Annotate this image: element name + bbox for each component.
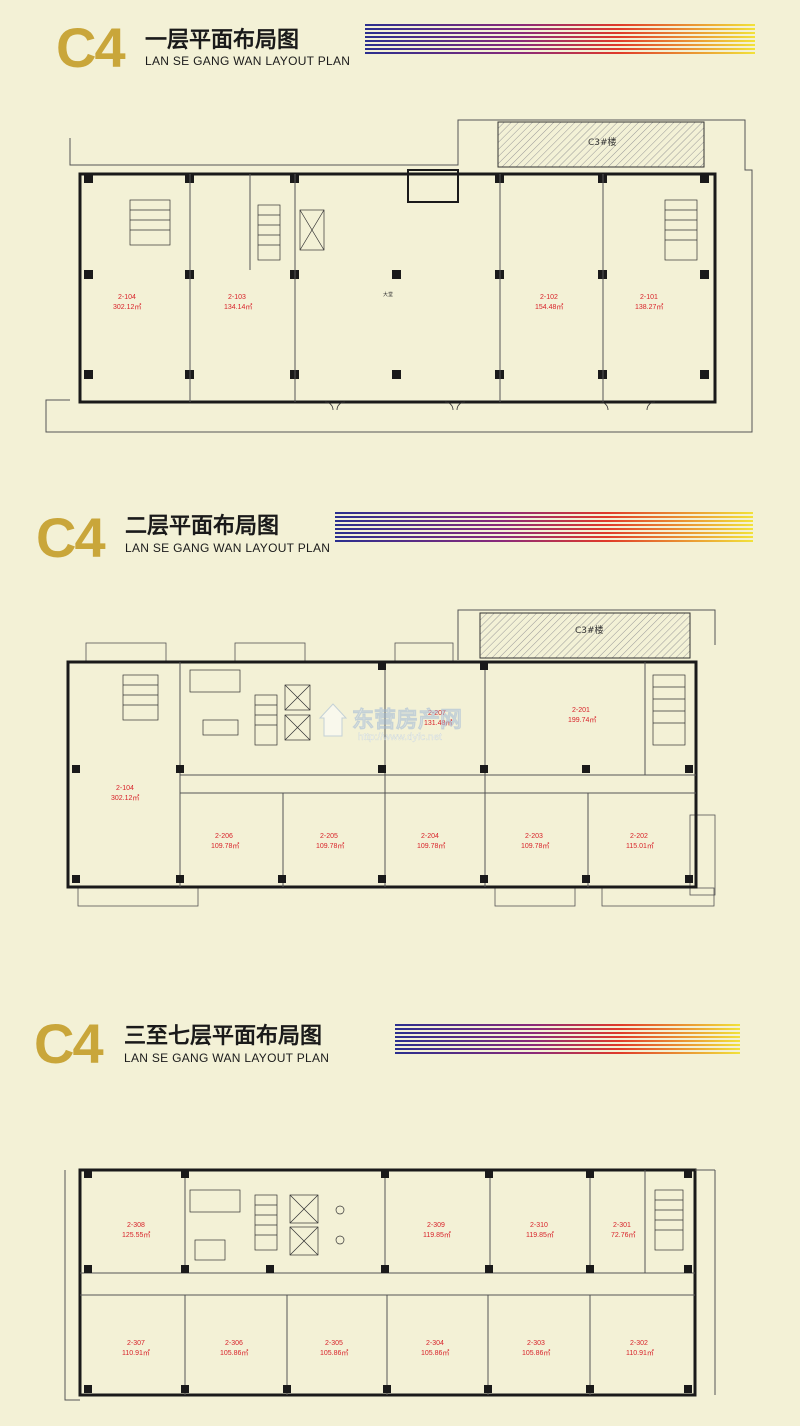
- unit-area: 119.85㎡: [423, 1231, 451, 1239]
- unit-area: 115.01㎡: [626, 842, 654, 850]
- unit-area: 110.91㎡: [626, 1349, 654, 1357]
- unit-area: 109.78㎡: [417, 842, 445, 850]
- unit-area: 105.86㎡: [421, 1349, 449, 1357]
- floor-title: 三至七层平面布局图: [124, 1024, 323, 1049]
- decorative-stripes: [395, 1024, 740, 1054]
- columns: [84, 174, 709, 379]
- floor-plan-1: C3#楼 2-104 302.12㎡ 2-103: [0, 110, 800, 440]
- unit-id: 2-104: [118, 294, 136, 301]
- unit-area: 119.85㎡: [526, 1231, 554, 1239]
- floor-plan-2-drawing: C3#楼: [66, 609, 716, 907]
- columns: [84, 1170, 692, 1393]
- annex-label: C3#楼: [588, 136, 617, 148]
- decorative-stripes: [365, 24, 755, 54]
- unit-area: 134.14㎡: [224, 303, 252, 311]
- hall-label: 大堂: [383, 291, 393, 298]
- floor-plan-1-drawing: C3#楼 2-104 302.12㎡ 2-103: [45, 119, 753, 433]
- unit-id: 2-310: [530, 1222, 548, 1229]
- unit-id: 2-103: [228, 294, 246, 301]
- unit-area: 109.78㎡: [211, 842, 239, 850]
- unit-area: 302.12㎡: [111, 794, 139, 802]
- unit-area: 302.12㎡: [113, 303, 141, 311]
- unit-id: 2-206: [215, 833, 233, 840]
- floor-title: 二层平面布局图: [125, 514, 280, 539]
- floor-plan-3-7: 2-308 125.55㎡ 2-309 119.85㎡ 2-310 119.85…: [0, 1155, 800, 1420]
- annex-c3: [479, 612, 691, 659]
- floor-plan-3-7-drawing: 2-308 125.55㎡ 2-309 119.85㎡ 2-310 119.85…: [64, 1168, 716, 1401]
- floor-subtitle: LAN SE GANG WAN LAYOUT PLAN: [145, 54, 351, 68]
- building-badge: C4: [36, 506, 106, 569]
- stairs: [122, 669, 686, 746]
- unit-id: 2-306: [225, 1340, 243, 1347]
- unit-id: 2-205: [320, 833, 338, 840]
- building-badge: C4: [34, 1012, 104, 1075]
- unit-area: 125.55㎡: [122, 1231, 150, 1239]
- watermark: 东营房产网 http://www.dyfc.net: [318, 700, 518, 750]
- watermark-name: 东营房产网: [352, 708, 463, 734]
- unit-area: 105.86㎡: [320, 1349, 348, 1357]
- unit-area: 72.76㎡: [611, 1231, 636, 1239]
- unit-area: 105.86㎡: [220, 1349, 248, 1357]
- stairs: [189, 1189, 684, 1261]
- unit-area: 138.27㎡: [635, 303, 663, 311]
- section-header-floor-2: C4 二层平面布局图 LAN SE GANG WAN LAYOUT PLAN: [0, 504, 800, 574]
- floor-subtitle: LAN SE GANG WAN LAYOUT PLAN: [125, 541, 331, 555]
- unit-id: 2-104: [116, 785, 134, 792]
- unit-area: 199.74㎡: [568, 716, 596, 724]
- section-header-floor-1: C4 一层平面布局图 LAN SE GANG WAN LAYOUT PLAN: [0, 14, 800, 84]
- unit-id: 2-201: [572, 707, 590, 714]
- unit-area: 105.86㎡: [522, 1349, 550, 1357]
- unit-area: 154.48㎡: [535, 303, 563, 311]
- unit-id: 2-307: [127, 1340, 145, 1347]
- unit-id: 2-102: [540, 294, 558, 301]
- unit-id: 2-101: [640, 294, 658, 301]
- stairs: [129, 199, 698, 261]
- house-logo-icon: [318, 703, 348, 737]
- unit-id: 2-308: [127, 1222, 145, 1229]
- unit-id: 2-301: [613, 1222, 631, 1229]
- section-header-floor-3-7: C4 三至七层平面布局图 LAN SE GANG WAN LAYOUT PLAN: [0, 1010, 800, 1080]
- unit-id: 2-203: [525, 833, 543, 840]
- unit-area: 110.91㎡: [122, 1349, 150, 1357]
- floor-title: 一层平面布局图: [145, 28, 300, 53]
- annex-label: C3#楼: [575, 624, 604, 636]
- unit-id: 2-305: [325, 1340, 343, 1347]
- building-outline: [78, 172, 717, 404]
- annex-c3: [497, 121, 705, 168]
- unit-id: 2-207: [428, 710, 446, 717]
- floor-subtitle: LAN SE GANG WAN LAYOUT PLAN: [124, 1051, 330, 1065]
- columns: [72, 662, 693, 883]
- unit-id: 2-309: [427, 1222, 445, 1229]
- unit-id: 2-304: [426, 1340, 444, 1347]
- unit-area: 109.78㎡: [316, 842, 344, 850]
- unit-area: 131.48㎡: [424, 719, 452, 727]
- unit-id: 2-302: [630, 1340, 648, 1347]
- unit-id: 2-303: [527, 1340, 545, 1347]
- floor-plan-2: C3#楼: [0, 605, 800, 915]
- decorative-stripes: [335, 512, 753, 542]
- unit-id: 2-204: [421, 833, 439, 840]
- building-badge: C4: [56, 16, 126, 79]
- unit-id: 2-202: [630, 833, 648, 840]
- unit-area: 109.78㎡: [521, 842, 549, 850]
- watermark-url: http://www.dyfc.net: [358, 732, 442, 743]
